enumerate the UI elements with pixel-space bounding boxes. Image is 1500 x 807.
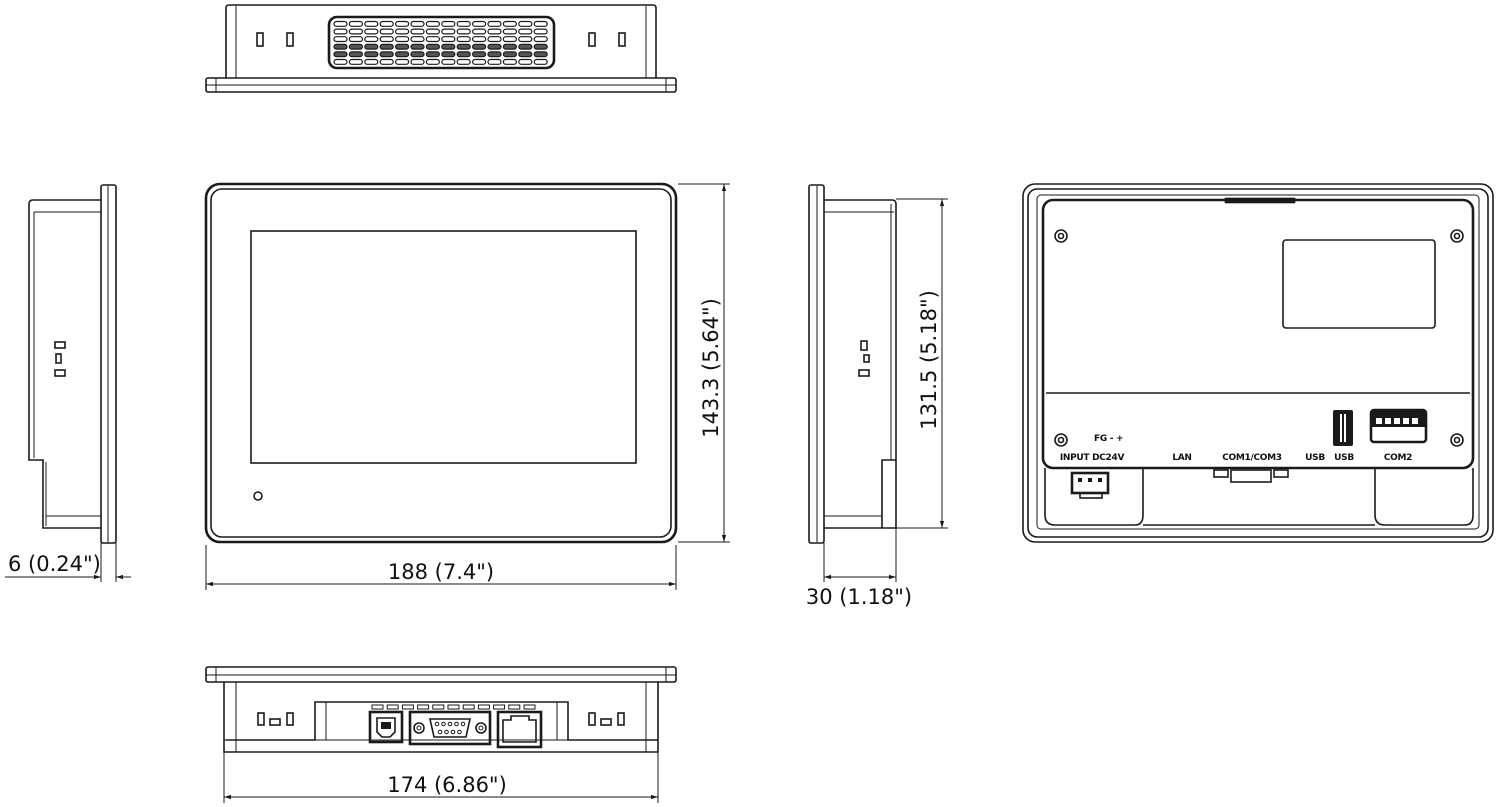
screw-icon [1054, 229, 1464, 447]
left-side-view: 6 (0.24") [5, 184, 131, 582]
display-screen [250, 230, 637, 464]
power-connector [1070, 471, 1110, 495]
front-height-dim: 143.3 (5.64") [699, 298, 723, 438]
lan-rj45-port [496, 710, 543, 749]
bottom-slits [371, 704, 536, 710]
label-area [1282, 239, 1436, 329]
front-width-dim: 188 (7.4") [388, 560, 494, 584]
com2-terminal [1369, 408, 1428, 444]
power-pin-label: FG - + [1094, 434, 1123, 444]
power-label: INPUT DC24V [1060, 453, 1125, 463]
body-depth-dim: 30 (1.18") [806, 585, 912, 609]
body-width-dim: 174 (6.86") [387, 773, 507, 797]
right-side-view: 131.5 (5.18") 30 (1.18") [806, 184, 948, 609]
usb-device-port [368, 710, 404, 744]
vent-grille [327, 15, 556, 70]
bezel-depth-dim: 6 (0.24") [8, 552, 101, 576]
com13-label: COM1/COM3 [1222, 453, 1282, 463]
power-led-icon [253, 491, 263, 501]
bottom-view: 174 (6.86") [205, 666, 677, 803]
front-view: 188 (7.4") 143.3 (5.64") [204, 182, 730, 590]
body-height-dim: 131.5 (5.18") [917, 290, 941, 430]
usb-host-label: USB [1334, 453, 1354, 463]
com2-label: COM2 [1384, 453, 1412, 463]
top-view [205, 4, 677, 93]
vent-slots [333, 20, 548, 65]
com-db9-port [408, 710, 492, 746]
rear-view: FG - + INPUT DC24V LAN COM1/COM3 USB USB… [1022, 183, 1494, 543]
lan-label: LAN [1172, 453, 1191, 463]
usb-device-label: USB [1305, 453, 1325, 463]
